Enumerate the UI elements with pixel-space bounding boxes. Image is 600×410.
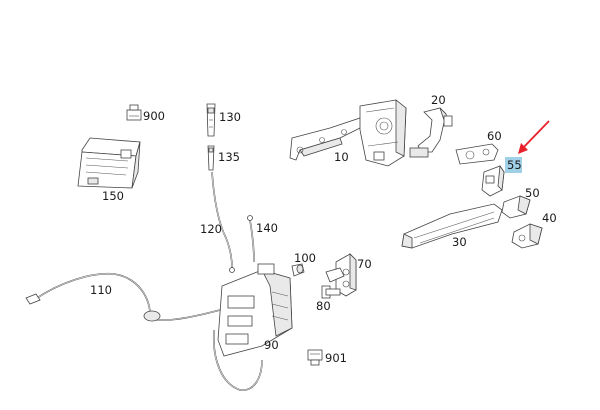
part-900-connector[interactable] [126,104,142,121]
label-60: 60 [487,129,502,143]
label-50: 50 [525,186,540,200]
label-90: 90 [264,338,279,352]
label-10: 10 [334,150,349,164]
label-150: 150 [102,189,124,203]
part-10-bracket[interactable] [289,99,407,167]
label-900: 900 [143,109,165,123]
callout-arrow [518,120,550,154]
part-135-clip[interactable] [207,145,215,171]
label-70: 70 [357,257,372,271]
part-50-end-cap[interactable] [501,195,531,219]
part-20-actuator[interactable] [409,107,453,158]
part-70-striker[interactable] [325,253,357,297]
part-120-cable[interactable] [211,171,235,273]
label-901: 901 [325,351,347,365]
part-60-plate[interactable] [455,143,499,165]
label-55: 55 [507,158,522,172]
label-100: 100 [294,251,316,265]
label-55-highlight [505,157,522,173]
part-901-connector[interactable] [307,349,323,366]
label-20: 20 [431,93,446,107]
part-90-door-lock[interactable] [217,263,293,357]
part-30-door-handle[interactable] [401,203,503,249]
label-140: 140 [256,221,278,235]
part-80-bolt[interactable] [321,285,341,299]
part-40-cylinder-cap[interactable] [511,223,543,249]
label-30: 30 [452,235,467,249]
part-150-control-module[interactable] [77,137,141,189]
label-130: 130 [219,110,241,124]
label-135: 135 [218,150,240,164]
label-110: 110 [90,283,112,297]
label-120: 120 [200,222,222,236]
part-55-handle-carrier[interactable] [481,164,505,197]
part-110-bowden-cable[interactable] [25,272,263,391]
part-100-grommet[interactable] [291,263,305,277]
label-40: 40 [542,211,557,225]
label-80: 80 [316,299,331,313]
part-140-cable[interactable] [247,215,255,263]
part-130-clip[interactable] [206,103,216,137]
